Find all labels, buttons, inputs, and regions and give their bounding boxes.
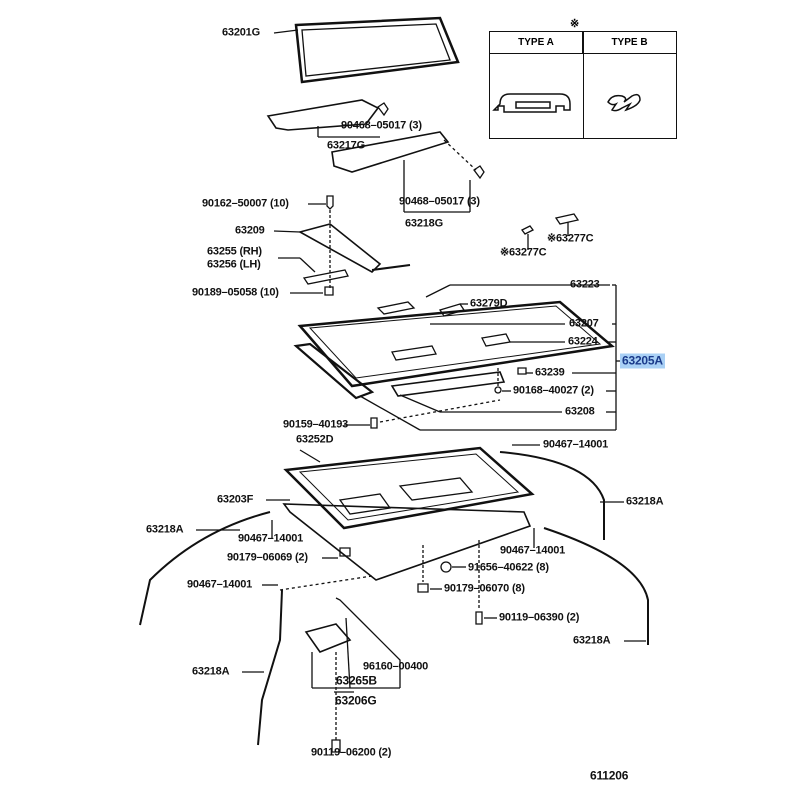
part-label[interactable]: 90119–06200 (2) — [311, 746, 392, 759]
part-label[interactable]: 90468–05017 (3) — [399, 195, 480, 208]
type-b-header: TYPE B — [583, 32, 676, 54]
part-label[interactable]: ※63277C — [547, 232, 594, 245]
part-label[interactable]: 63218G — [405, 217, 443, 230]
part-label[interactable]: 90119–06390 (2) — [499, 611, 580, 624]
part-label[interactable]: 63201G — [222, 26, 260, 39]
sunroof-housing-part — [266, 446, 624, 581]
part-label[interactable]: 63203F — [217, 493, 254, 506]
drain-hose-parts — [139, 444, 649, 746]
type-b-clip-icon — [607, 93, 641, 112]
part-label[interactable]: 90168–40027 (2) — [513, 384, 594, 397]
part-label[interactable]: 63218A — [146, 523, 184, 536]
part-label[interactable]: 63223 — [570, 278, 600, 291]
sunroof-frame-assembly — [293, 284, 620, 431]
part-label[interactable]: ※63277C — [500, 246, 547, 259]
clip-shape-icons — [492, 93, 641, 113]
drive-motor-part — [304, 597, 401, 753]
part-label[interactable]: 90467–14001 — [543, 438, 609, 451]
part-label[interactable]: 63252D — [296, 433, 334, 446]
part-label[interactable]: 63265B — [336, 673, 377, 688]
type-a-header: TYPE A — [490, 32, 583, 54]
type-a-clip-icon — [492, 93, 571, 113]
part-label[interactable]: 96160–00400 — [363, 660, 429, 673]
part-label[interactable]: 90467–14001 — [238, 532, 304, 545]
legend-divider — [583, 32, 584, 138]
part-label[interactable]: 63209 — [235, 224, 265, 237]
part-label[interactable]: 90468–05017 (3) — [341, 119, 422, 132]
clip-parts — [521, 213, 580, 250]
part-label[interactable]: 63208 — [565, 405, 595, 418]
part-label-selected[interactable]: 63205A — [620, 353, 665, 369]
trim-part-63217G — [266, 99, 389, 138]
part-label[interactable]: 90467–14001 — [187, 578, 253, 591]
part-label[interactable]: 90179–06069 (2) — [227, 551, 308, 564]
part-label[interactable]: 91656–40622 (8) — [468, 561, 549, 574]
part-label[interactable]: 90159–40193 — [283, 418, 349, 431]
part-label[interactable]: 63206G — [335, 693, 377, 708]
part-label[interactable]: 90189–05058 (10) — [192, 286, 279, 299]
part-label[interactable]: 63217G — [327, 139, 365, 152]
legend-mark: ※ — [570, 18, 580, 30]
part-label[interactable]: 63239 — [535, 366, 565, 379]
part-label[interactable]: 63256 (LH) — [207, 258, 261, 271]
diagram-code: 611206 — [590, 768, 629, 783]
trim-part-63218G — [331, 131, 485, 213]
part-label[interactable]: 90467–14001 — [500, 544, 566, 557]
part-label[interactable]: 63255 (RH) — [207, 245, 262, 258]
fastener-parts — [262, 520, 535, 625]
glass-panel-part — [273, 16, 460, 84]
part-label[interactable]: 90162–50007 (10) — [202, 197, 289, 210]
part-label[interactable]: 63218A — [573, 634, 611, 647]
clip-type-legend: TYPE A TYPE B — [489, 31, 677, 139]
deflector-arm-part — [273, 195, 411, 296]
part-label[interactable]: 63218A — [192, 665, 230, 678]
part-label[interactable]: 63207 — [569, 317, 599, 330]
part-label[interactable]: 90179–06070 (8) — [444, 582, 525, 595]
part-label[interactable]: 63218A — [626, 495, 664, 508]
part-label[interactable]: 63224 — [568, 335, 598, 348]
part-label[interactable]: 63279D — [470, 297, 508, 310]
